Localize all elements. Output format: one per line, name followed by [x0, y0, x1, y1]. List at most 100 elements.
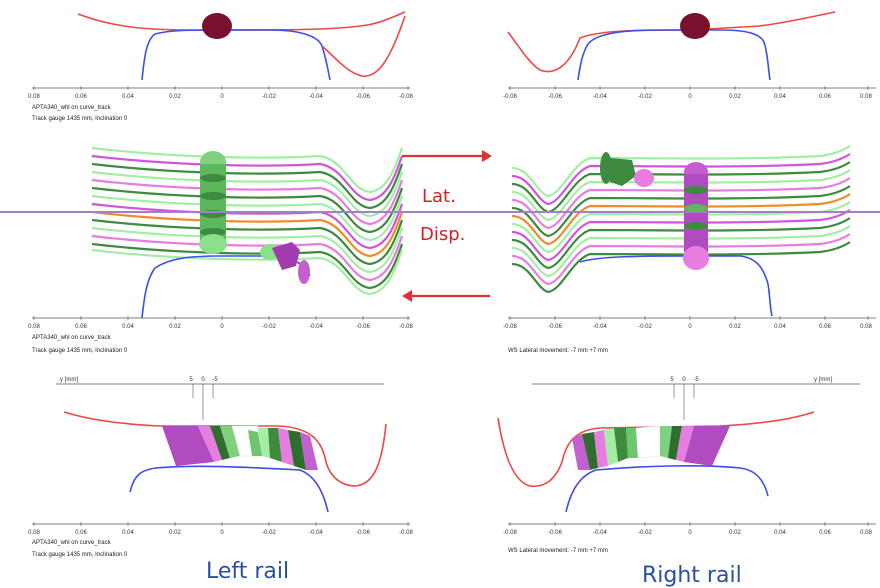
contact-patch [680, 13, 710, 39]
tick-label: 0.02 [729, 94, 741, 100]
tick-label: -0.04 [593, 94, 607, 100]
caption-line-1: APTA340_whl on curve_track [32, 105, 112, 111]
x-axis-ticks [509, 522, 869, 526]
tick-label: -0.04 [593, 324, 607, 330]
tick-label: 0.08 [860, 530, 872, 536]
tick-label: 0.04 [122, 94, 134, 100]
tick-label: -0.08 [399, 324, 413, 330]
tick-label: -0.04 [593, 530, 607, 536]
x-axis-ticks [509, 316, 869, 320]
displacement-markers [192, 384, 214, 420]
tick-label: 0.06 [75, 324, 87, 330]
panel-middle-right-axis: -0.08 -0.06 -0.04 -0.02 0 0.02 0.04 0.06… [503, 316, 876, 354]
flange-contact-cluster [260, 242, 310, 284]
y-axis-label: y [mm] [814, 377, 832, 383]
rail-profile [497, 411, 815, 487]
x-axis-ticks [33, 522, 409, 526]
y-axis-label: y [mm] [60, 377, 78, 383]
caption-line-1: APTA340_whl on curve_track [32, 335, 112, 341]
panel-middle-right [511, 145, 851, 317]
tick-label: 0.02 [729, 530, 741, 536]
contact-band [162, 425, 318, 470]
tick-label: 0 [688, 94, 692, 100]
rail-profile [77, 11, 406, 31]
rail-profile [63, 411, 387, 487]
tick-label: 0.08 [860, 94, 872, 100]
annotation-line-1: Lat. [422, 186, 456, 207]
tick-label: 0.08 [28, 530, 40, 536]
x-tick-labels: -0.08 -0.06 -0.04 -0.02 0 0.02 0.04 0.06… [503, 94, 872, 100]
wheel-profile [579, 255, 773, 317]
rail-profile [507, 11, 836, 73]
tick-label: 0.04 [122, 530, 134, 536]
x-tick-labels: -0.08 -0.06 -0.04 -0.02 0 0.02 0.04 0.06… [503, 530, 872, 536]
caption-line-2: Track gauge 1435 mm, Inclination 0 [32, 116, 128, 122]
tick-label: -0.06 [356, 324, 370, 330]
caption-line-1: WS Lateral movement: -7 mm +7 mm [508, 548, 608, 554]
panel-bottom-right: y [mm] 5 0 -5 -0.08 [497, 377, 876, 554]
wheel-profile [129, 465, 329, 513]
tick-label: 0 [220, 324, 224, 330]
tick-label: -0.02 [638, 530, 652, 536]
contact-band [572, 425, 730, 470]
tick-label: 0 [688, 324, 692, 330]
tick-label: 0 [220, 530, 224, 536]
tick-label: 0.06 [75, 530, 87, 536]
tick-label: -0.04 [309, 530, 323, 536]
caption-line-1: WS Lateral movement: -7 mm +7 mm [508, 348, 608, 354]
tick-label: -0.02 [262, 94, 276, 100]
x-tick-labels: 0.08 0.06 0.04 0.02 0 -0.02 -0.04 -0.06 … [28, 530, 413, 536]
marker-label: -5 [693, 377, 699, 383]
wheel-profile [577, 29, 771, 81]
tick-label: -0.06 [548, 530, 562, 536]
tick-label: 0.04 [774, 324, 786, 330]
displacement-markers [673, 384, 695, 420]
tick-label: -0.04 [309, 324, 323, 330]
panel-bottom-left: y [mm] 5 0 -5 0.08 [28, 377, 413, 558]
tick-label: -0.02 [262, 324, 276, 330]
tick-label: 0.08 [860, 324, 872, 330]
x-axis-ticks [509, 86, 869, 90]
tick-label: -0.02 [638, 94, 652, 100]
tick-label: 0.04 [774, 530, 786, 536]
tick-label: -0.04 [309, 94, 323, 100]
marker-label: 0 [201, 377, 205, 383]
wheel-profile [141, 29, 331, 81]
tick-label: 0.08 [28, 94, 40, 100]
flange-contact-cluster [600, 152, 654, 187]
left-rail-label: Left rail [206, 559, 289, 584]
tick-label: 0 [220, 94, 224, 100]
tick-label: 0.04 [774, 94, 786, 100]
x-tick-labels: 0.08 0.06 0.04 0.02 0 -0.02 -0.04 -0.06 … [28, 324, 413, 330]
x-tick-labels: -0.08 -0.06 -0.04 -0.02 0 0.02 0.04 0.06… [503, 324, 872, 330]
tick-label: -0.08 [503, 530, 517, 536]
tick-label: -0.06 [548, 94, 562, 100]
tick-label: 0.06 [819, 530, 831, 536]
caption-line-1: APTA340_whl on curve_track [32, 540, 112, 546]
caption-line-2: Track gauge 1435 mm, Inclination 0 [32, 552, 128, 558]
x-axis-ticks [33, 316, 409, 320]
marker-label: -5 [212, 377, 218, 383]
tick-label: -0.06 [356, 94, 370, 100]
wheel-profile [565, 465, 769, 513]
tick-label: 0.02 [169, 324, 181, 330]
right-rail-label: Right rail [642, 563, 742, 588]
arrow-left-icon [402, 290, 490, 302]
rail-sweep-band [511, 145, 851, 294]
tick-label: -0.02 [638, 324, 652, 330]
panel-top-right: -0.08 -0.06 -0.04 -0.02 0 0.02 0.04 0.06… [503, 11, 876, 100]
tick-label: -0.08 [503, 324, 517, 330]
lateral-displacement-annotation: Lat. Disp. [402, 150, 492, 302]
tick-label: 0 [688, 530, 692, 536]
tick-label: 0.06 [819, 324, 831, 330]
tick-label: 0.04 [122, 324, 134, 330]
arrow-right-icon [402, 150, 492, 162]
tick-label: -0.08 [503, 94, 517, 100]
marker-label: 5 [189, 377, 193, 383]
tick-label: -0.02 [262, 530, 276, 536]
tick-label: -0.06 [548, 324, 562, 330]
tick-label: -0.08 [399, 94, 413, 100]
tick-label: 0.02 [169, 530, 181, 536]
